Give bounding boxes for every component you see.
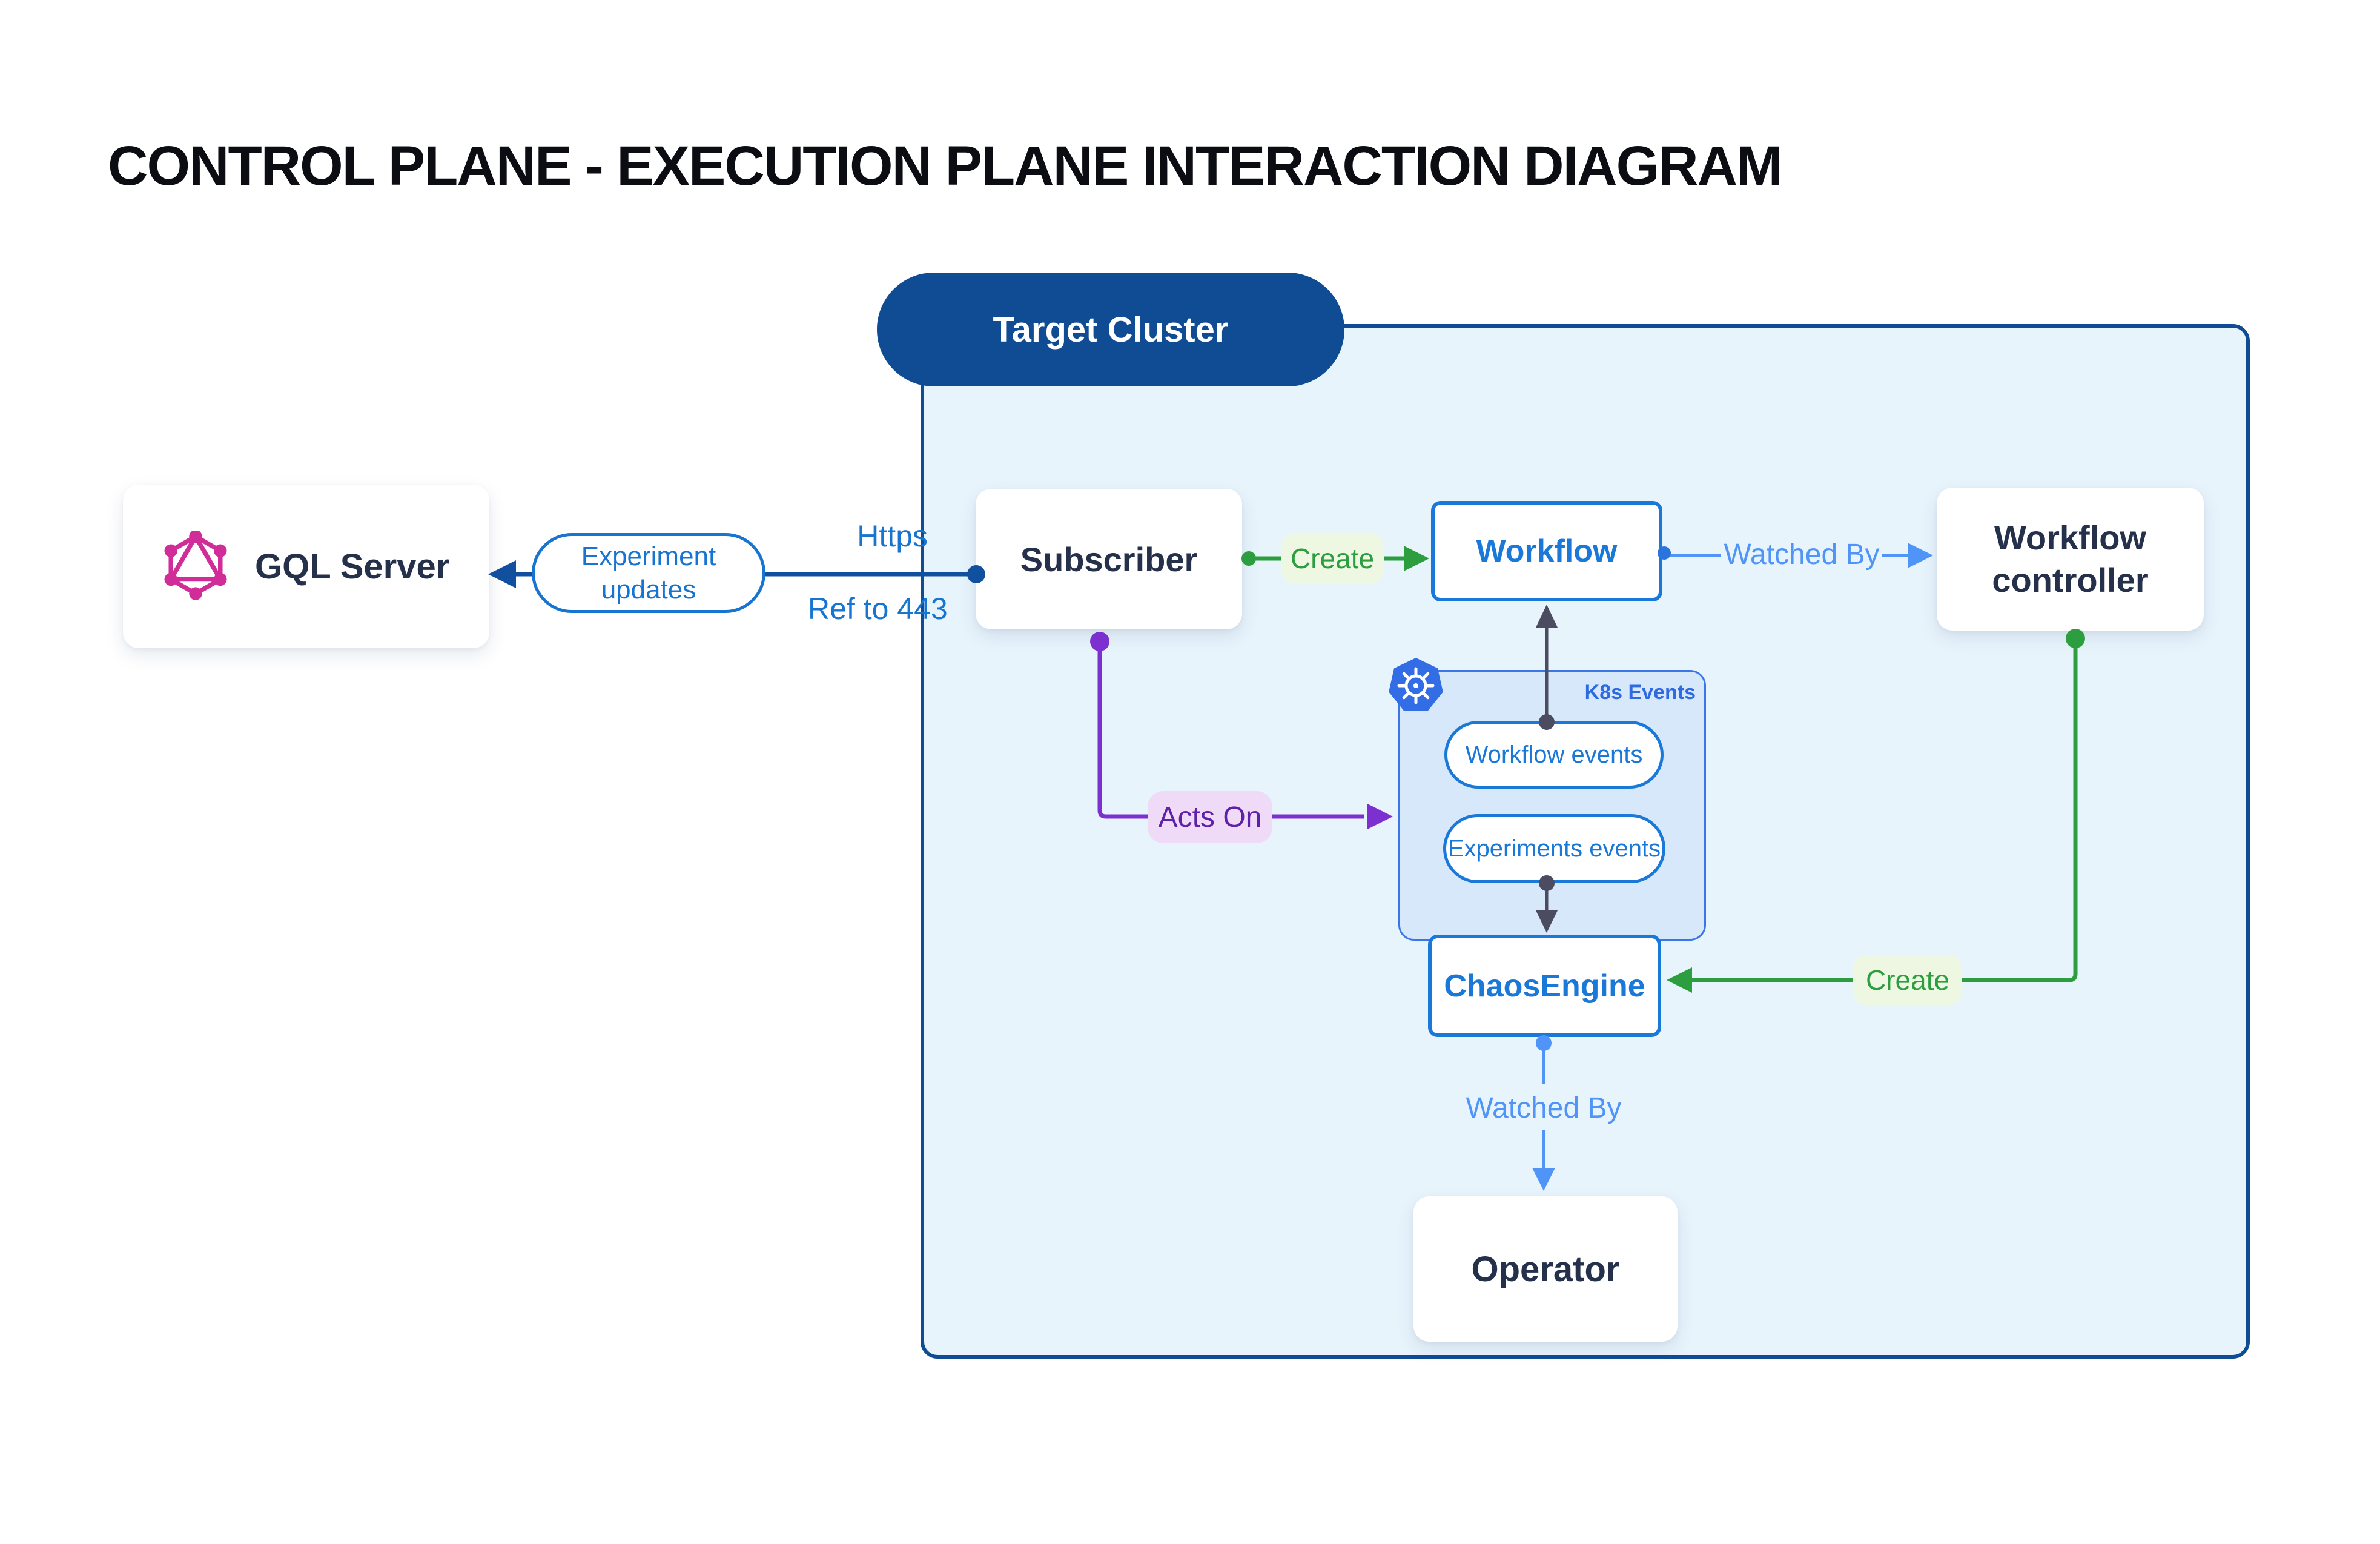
edge-label-watched-by-workflow: Watched By [1721,537,1882,572]
edge-label-ref-443: Ref to 443 [808,591,959,626]
target-cluster-badge: Target Cluster [877,273,1344,386]
kubernetes-icon [1389,658,1443,711]
node-gql-server: GQL Server [123,485,489,648]
node-workflow-controller: Workflow controller [1937,488,2204,631]
ref-443-text: Ref to 443 [808,592,948,626]
arrowhead-to-gql [488,560,516,588]
watched-by-operator-text: Watched By [1466,1092,1622,1124]
acts-on-text: Acts On [1158,801,1262,833]
edge-label-experiment-updates: Experiment updates [532,533,765,613]
edge-label-acts-on: Acts On [1148,791,1272,843]
page-title: CONTROL PLANE - EXECUTION PLANE INTERACT… [108,135,1783,197]
node-subscriber: Subscriber [976,489,1242,629]
target-cluster-label: Target Cluster [993,310,1229,350]
edge-label-create-workflow: Create [1281,533,1384,584]
node-workflow-events: Workflow events [1444,721,1664,789]
edge-label-create-chaosengine: Create [1853,955,1962,1006]
create-chaosengine-text: Create [1865,964,1950,996]
edge-label-https: Https [812,519,928,554]
gql-server-label: GQL Server [255,546,450,586]
edge-label-watched-by-operator: Watched By [1453,1090,1635,1125]
operator-label: Operator [1471,1249,1620,1289]
workflow-controller-label: Workflow controller [1992,519,2149,599]
chaosengine-label: ChaosEngine [1444,968,1645,1004]
experiments-events-label: Experiments events [1447,835,1661,862]
node-operator: Operator [1413,1196,1678,1342]
node-experiments-events: Experiments events [1443,814,1665,883]
k8s-events-label: K8s Events [1584,681,1696,704]
node-chaosengine: ChaosEngine [1428,935,1661,1037]
workflow-label: Workflow [1476,534,1618,569]
https-text: Https [857,519,928,553]
experiment-updates-text: Experiment updates [581,542,716,605]
subscriber-label: Subscriber [1020,540,1198,578]
node-workflow: Workflow [1431,501,1662,601]
watched-by-workflow-text: Watched By [1724,538,1880,571]
create-workflow-text: Create [1290,543,1375,574]
workflow-events-label: Workflow events [1465,741,1643,768]
graphql-icon [164,531,227,600]
